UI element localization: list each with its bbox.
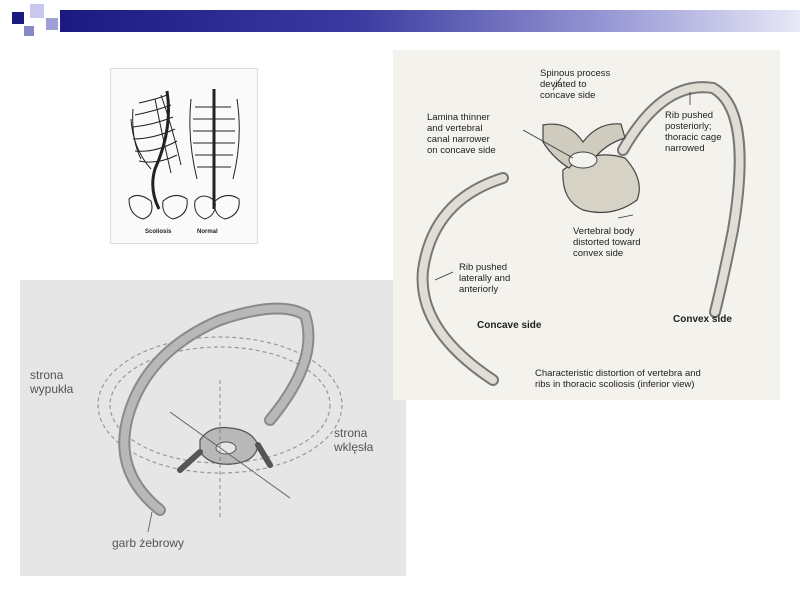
header-square-mid bbox=[24, 26, 34, 36]
rib-lateral-label: Rib pushed laterally and anteriorly bbox=[459, 262, 511, 295]
concave-side-label-pl: strona wklęsła bbox=[334, 426, 374, 454]
rib-hump-label: garb żebrowy bbox=[112, 536, 185, 550]
polish-vertebra-figure: strona wypukła strona wklęsła garb żebro… bbox=[20, 280, 406, 576]
header-gradient-bar bbox=[60, 10, 800, 32]
vertebra-rib-diagram bbox=[416, 77, 746, 386]
normal-label: Normal bbox=[197, 229, 218, 235]
polish-diagram bbox=[97, 302, 343, 533]
thoracic-scoliosis-figure: Spinous process deviated to concave side… bbox=[393, 50, 780, 400]
convex-side-label: Convex side bbox=[673, 314, 732, 325]
spine-comparison-figure: Scoliosis Normal bbox=[110, 68, 258, 244]
spinous-process-label: Spinous process deviated to concave side bbox=[540, 68, 611, 101]
vertebral-body-label: Vertebral body distorted toward convex s… bbox=[573, 226, 641, 259]
spine-drawing bbox=[128, 89, 240, 220]
slide-header bbox=[0, 0, 800, 50]
concave-side-label: Concave side bbox=[477, 320, 542, 331]
scoliosis-label: Scoliosis bbox=[145, 229, 172, 235]
figure-caption: Characteristic distortion of vertebra an… bbox=[535, 368, 701, 390]
rib-posterior-label: Rib pushed posteriorly; thoracic cage na… bbox=[665, 110, 722, 154]
header-square-dark bbox=[12, 12, 24, 24]
header-square-small bbox=[46, 18, 58, 30]
header-square-light bbox=[30, 4, 44, 18]
convex-side-label-pl: strona wypukła bbox=[30, 368, 74, 396]
lamina-label: Lamina thinner and vertebral canal narro… bbox=[427, 112, 496, 156]
